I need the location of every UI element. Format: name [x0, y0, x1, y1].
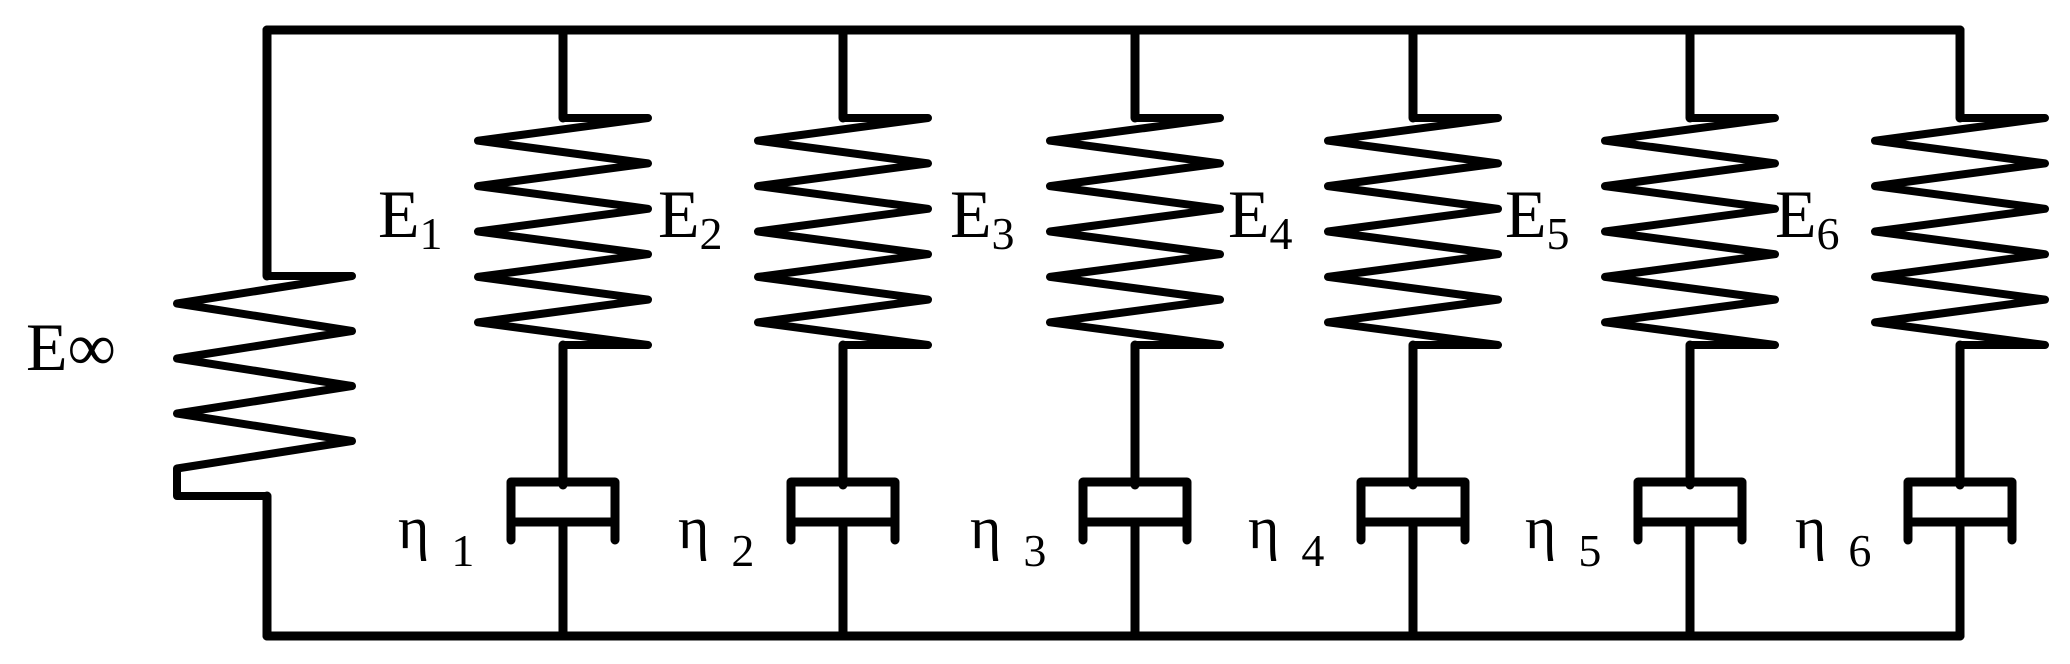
- spring-label: E5: [1505, 176, 1570, 259]
- dashpot-cylinder: [1633, 477, 1747, 545]
- branch-spring: [1871, 114, 2049, 349]
- spring-label: E4: [1228, 176, 1293, 259]
- spring-label-letter: E: [1228, 176, 1270, 252]
- dashpot-cylinder: [1078, 477, 1192, 545]
- equilibrium-spring-label-letter: E: [26, 309, 68, 385]
- spring-label: E1: [378, 176, 443, 259]
- spring-label: E6: [1775, 176, 1840, 259]
- branch-spring: [1601, 114, 1779, 349]
- dashpot-label-letter: η: [398, 495, 429, 561]
- spring-label-subscript: 5: [1547, 208, 1570, 259]
- branch-spring: [1046, 114, 1224, 349]
- equilibrium-spring: [173, 272, 356, 500]
- dashpot-label-letter: η: [1525, 495, 1556, 561]
- dashpot-cylinder: [506, 477, 620, 545]
- spring-label-subscript: 6: [1817, 208, 1840, 259]
- dashpot-label-letter: η: [970, 495, 1001, 561]
- branch-spring: [474, 114, 652, 349]
- branch-spring: [754, 114, 932, 349]
- spring-label-subscript: 3: [992, 208, 1015, 259]
- spring-label: E2: [658, 176, 723, 259]
- dashpot-label-subscript: 6: [1848, 525, 1871, 576]
- dashpot-label-letter: η: [1795, 495, 1826, 561]
- dashpot-label-letter: η: [1248, 495, 1279, 561]
- dashpot-label-subscript: 2: [731, 525, 754, 576]
- spring-label-letter: E: [950, 176, 992, 252]
- equilibrium-spring-label: E∞: [26, 309, 116, 385]
- dashpot-label-subscript: 4: [1301, 525, 1324, 576]
- spring-label-letter: E: [658, 176, 700, 252]
- spring-label-subscript: 1: [420, 208, 443, 259]
- branch-spring: [1324, 114, 1502, 349]
- spring-label-subscript: 4: [1270, 208, 1293, 259]
- spring-label-subscript: 2: [700, 208, 723, 259]
- spring-label-letter: E: [1775, 176, 1817, 252]
- dashpot-label-subscript: 3: [1023, 525, 1046, 576]
- dashpot-label-subscript: 1: [451, 525, 474, 576]
- spring-label-letter: E: [378, 176, 420, 252]
- dashpot-cylinder: [1903, 477, 2017, 545]
- dashpot-label-letter: η: [678, 495, 709, 561]
- dashpot-label-subscript: 5: [1578, 525, 1601, 576]
- spring-label-letter: E: [1505, 176, 1547, 252]
- dashpot-cylinder: [1356, 477, 1470, 545]
- spring-label: E3: [950, 176, 1015, 259]
- infinity-symbol: ∞: [68, 309, 116, 385]
- dashpot-cylinder: [786, 477, 900, 545]
